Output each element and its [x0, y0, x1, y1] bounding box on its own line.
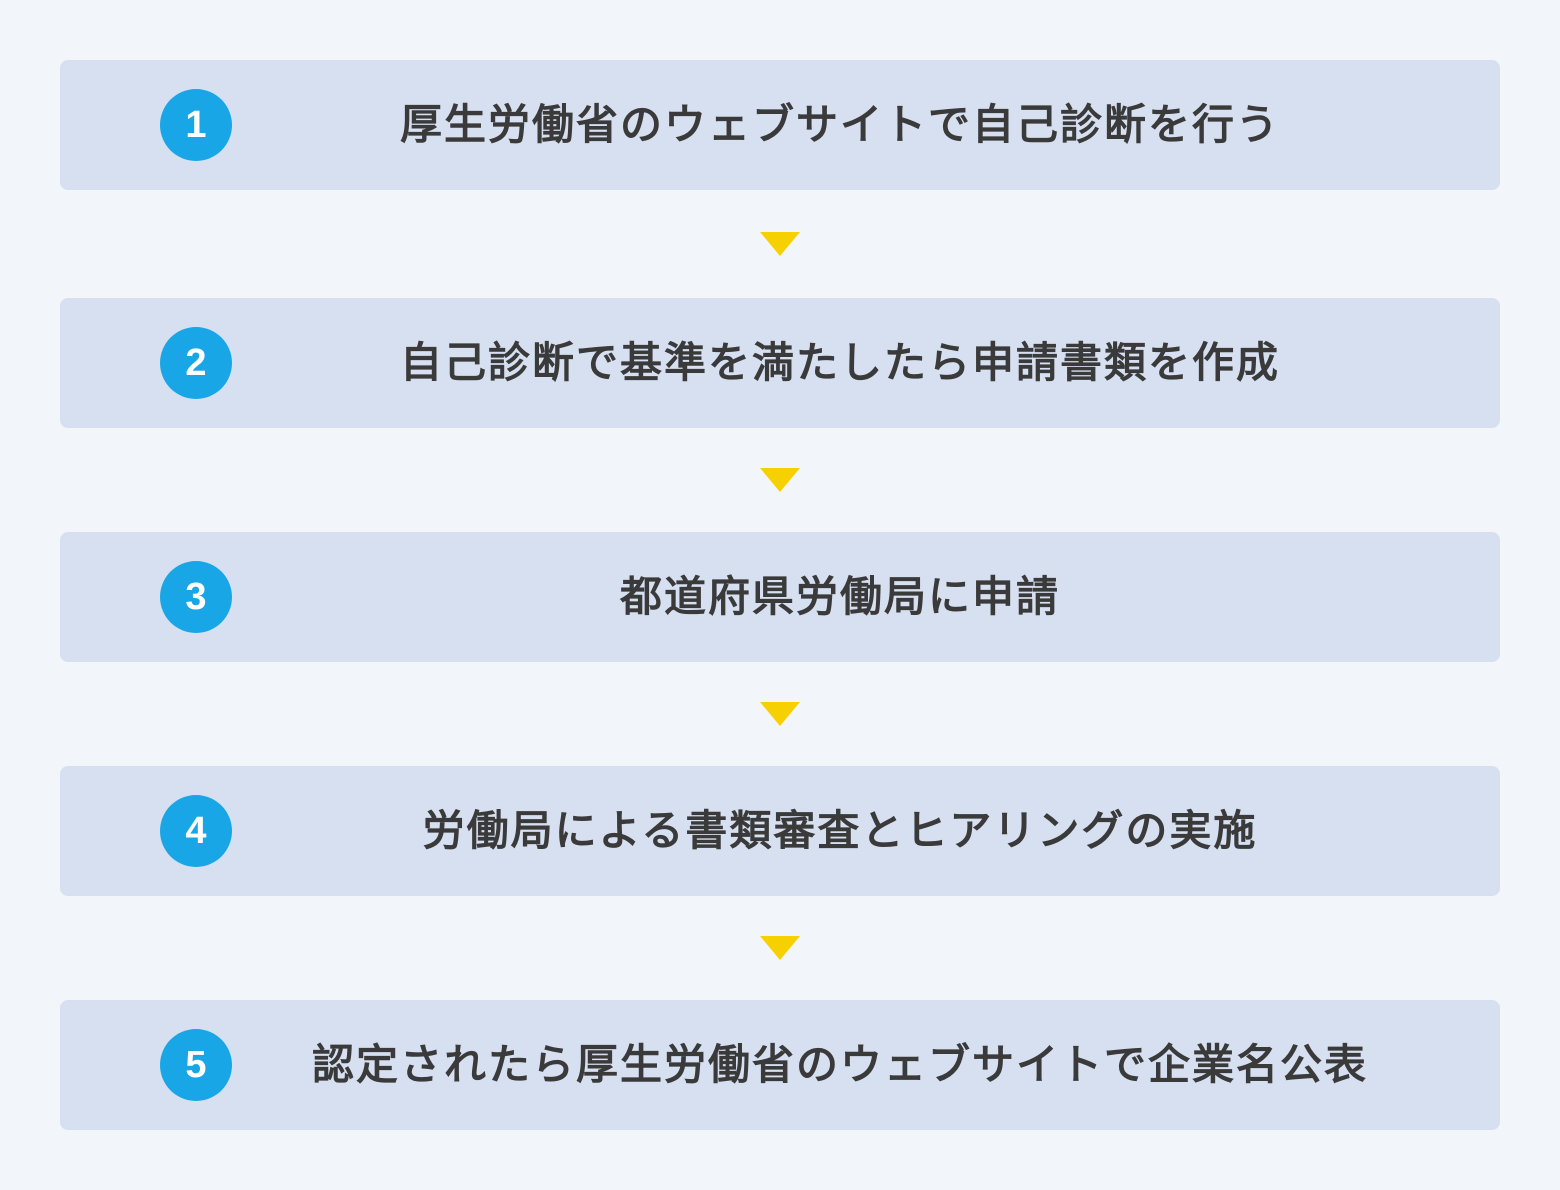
step-box-4: 4 労働局による書類審査とヒアリングの実施: [60, 766, 1500, 896]
step-number-badge: 4: [160, 795, 232, 867]
step-label: 自己診断で基準を満たしたら申請書類を作成: [399, 338, 1280, 387]
step-label: 都道府県労働局に申請: [619, 572, 1060, 621]
step-box-1: 1 厚生労働省のウェブサイトで自己診断を行う: [60, 60, 1500, 190]
step-number-badge: 1: [160, 89, 232, 161]
step-label: 労働局による書類審査とヒアリングの実施: [422, 806, 1258, 855]
step-number-badge: 5: [160, 1029, 232, 1101]
step-label: 厚生労働省のウェブサイトで自己診断を行う: [399, 100, 1280, 149]
step-number-badge: 2: [160, 327, 232, 399]
step-number-badge: 3: [160, 561, 232, 633]
down-triangle-icon: [760, 468, 800, 492]
down-triangle-icon: [760, 232, 800, 256]
step-label: 認定されたら厚生労働省のウェブサイトで企業名公表: [311, 1040, 1368, 1089]
step-box-5: 5 認定されたら厚生労働省のウェブサイトで企業名公表: [60, 1000, 1500, 1130]
down-triangle-icon: [760, 702, 800, 726]
step-box-3: 3 都道府県労働局に申請: [60, 532, 1500, 662]
step-box-2: 2 自己診断で基準を満たしたら申請書類を作成: [60, 298, 1500, 428]
down-triangle-icon: [760, 936, 800, 960]
